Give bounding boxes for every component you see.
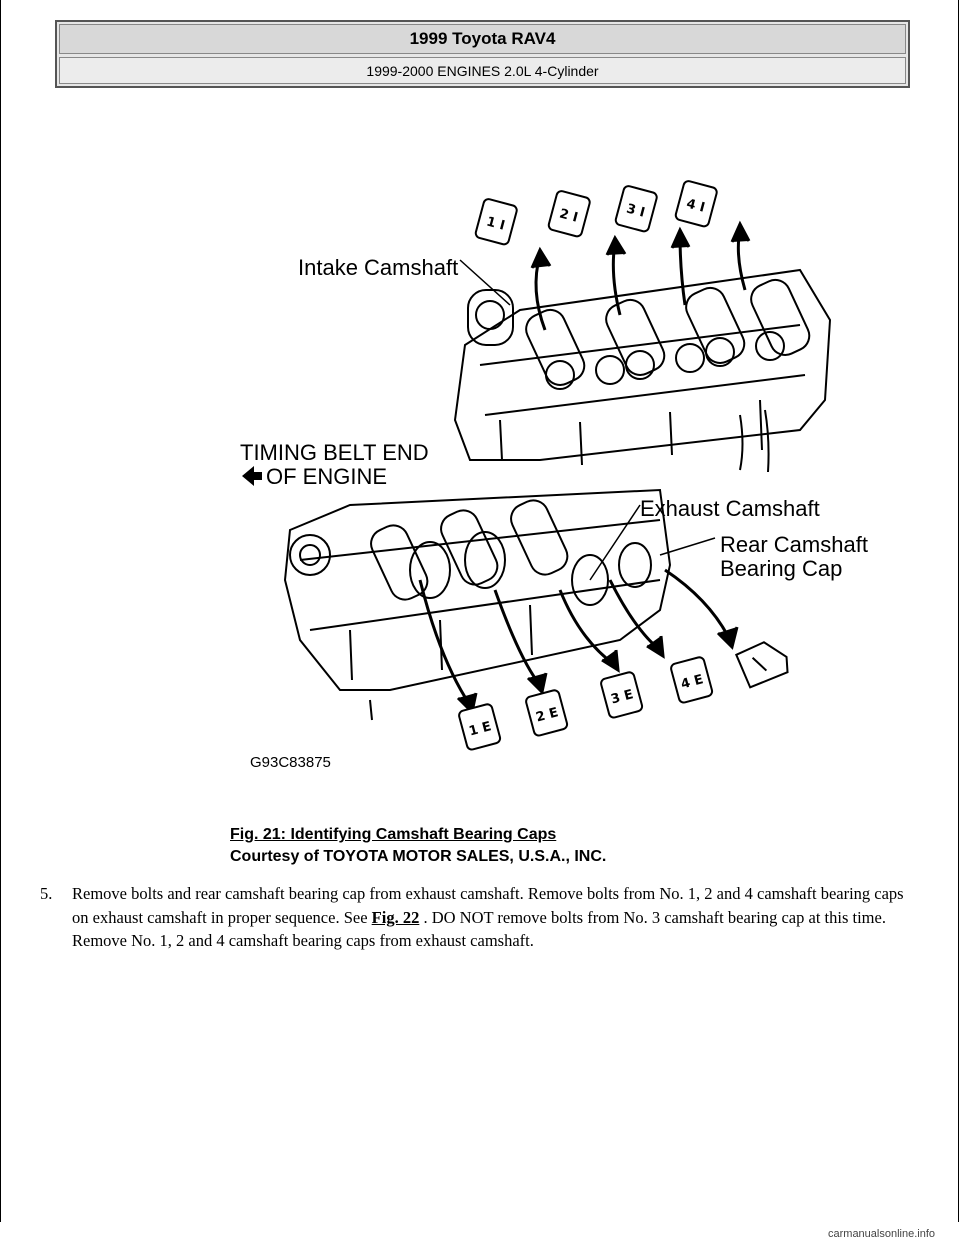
label-of-engine: OF ENGINE xyxy=(266,464,387,489)
label-bearing-cap: Bearing Cap xyxy=(720,556,842,581)
step-text: Remove bolts and rear camshaft bearing c… xyxy=(72,882,920,953)
step-text-before: Remove bolts and rear camshaft bearing c… xyxy=(72,884,904,927)
step-number: 5. xyxy=(40,884,53,903)
camshaft-figure: 1 I 2 I 3 I 4 I 1 E 2 E xyxy=(240,160,900,785)
header-subtitle: 1999-2000 ENGINES 2.0L 4-Cylinder xyxy=(59,57,906,84)
exhaust-cap-3: 3 E xyxy=(609,687,635,707)
intake-cap-1: 1 I xyxy=(485,215,507,234)
watermark: carmanualsonline.info xyxy=(828,1228,936,1240)
figure-caption: Fig. 21: Identifying Camshaft Bearing Ca… xyxy=(230,824,606,868)
fig-22-link[interactable]: Fig. 22 xyxy=(371,907,420,927)
exhaust-cap-1: 1 E xyxy=(467,719,493,739)
page-header: 1999 Toyota RAV4 1999-2000 ENGINES 2.0L … xyxy=(55,20,910,88)
figure-code: G93C83875 xyxy=(250,754,331,771)
camshaft-illustration: 1 I 2 I 3 I 4 I 1 E 2 E xyxy=(240,180,868,771)
figure-title: Fig. 21: Identifying Camshaft Bearing Ca… xyxy=(230,826,557,843)
step-text-after: . DO NOT remove bolts from No. 3 camshaf… xyxy=(72,907,886,951)
header-title: 1999 Toyota RAV4 xyxy=(59,24,906,54)
intake-cap-2: 2 I xyxy=(558,207,580,226)
intake-cap-3: 3 I xyxy=(625,202,647,221)
exhaust-cap-4: 4 E xyxy=(679,672,705,692)
intake-cap-4: 4 I xyxy=(685,197,707,216)
intake-cylinder-head xyxy=(453,268,832,473)
exhaust-cap-tags: 1 E 2 E 3 E 4 E xyxy=(458,641,789,751)
exhaust-cylinder-head xyxy=(283,488,672,721)
intake-cap-tags: 1 I 2 I 3 I 4 I xyxy=(474,180,718,246)
procedure-step-5: 5. Remove bolts and rear camshaft bearin… xyxy=(40,882,920,953)
rear-bearing-cap-tag xyxy=(734,641,789,689)
label-exhaust-camshaft: Exhaust Camshaft xyxy=(640,496,820,521)
exhaust-arrows xyxy=(418,568,739,716)
left-arrow-icon xyxy=(242,466,262,486)
label-rear-camshaft: Rear Camshaft xyxy=(720,532,868,557)
figure-credit: Courtesy of TOYOTA MOTOR SALES, U.S.A., … xyxy=(230,848,607,865)
label-intake-camshaft: Intake Camshaft xyxy=(298,255,458,280)
exhaust-cap-2: 2 E xyxy=(534,705,560,725)
intake-arrows xyxy=(530,220,751,331)
label-timing-belt-end: TIMING BELT END xyxy=(240,440,429,465)
